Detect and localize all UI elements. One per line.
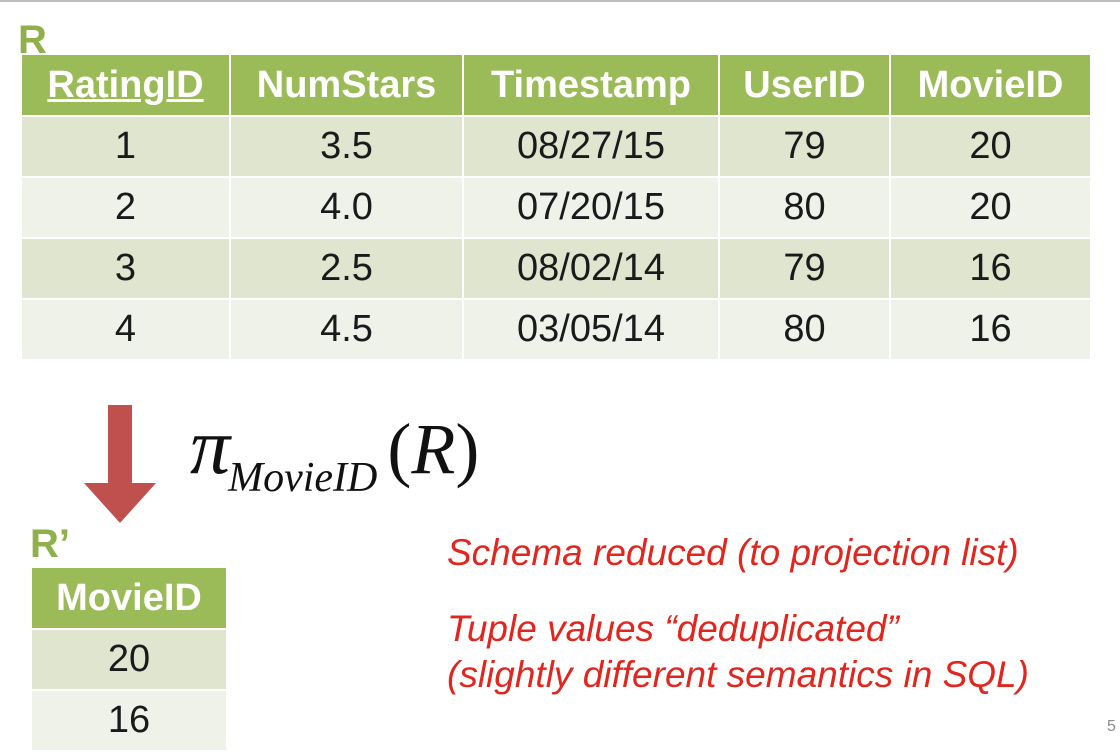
projection-symbol: π: [190, 403, 231, 491]
cell-ratingid: 4: [20, 298, 231, 361]
relation-r-table: RatingID NumStars Timestamp UserID Movie…: [20, 53, 1092, 361]
cell-ratingid: 3: [20, 237, 231, 300]
column-header-movieid: MovieID: [30, 566, 228, 630]
cell-userid: 80: [718, 298, 891, 361]
column-header-userid: UserID: [718, 53, 891, 117]
cell-movieid: 16: [889, 237, 1092, 300]
cell-timestamp: 07/20/15: [462, 176, 720, 239]
projection-argument: (R): [387, 409, 480, 489]
cell-userid: 79: [718, 237, 891, 300]
top-border-line: [0, 0, 1120, 2]
cell-movieid: 20: [889, 176, 1092, 239]
cell-numstars: 2.5: [229, 237, 464, 300]
projection-formula: πMovieID(R): [190, 402, 480, 501]
table-row: 4 4.5 03/05/14 80 16: [20, 298, 1092, 361]
cell-timestamp: 08/27/15: [462, 115, 720, 178]
column-header-numstars: NumStars: [229, 53, 464, 117]
cell-ratingid: 2: [20, 176, 231, 239]
table-header-row: MovieID: [30, 566, 228, 630]
page-number: 5: [1107, 718, 1116, 735]
relation-r-prime-table: MovieID 20 16: [30, 566, 228, 752]
cell-numstars: 4.5: [229, 298, 464, 361]
cell-timestamp: 08/02/14: [462, 237, 720, 300]
note-deduplicated-line2: (slightly different semantics in SQL): [447, 654, 1029, 695]
table-header-row: RatingID NumStars Timestamp UserID Movie…: [20, 53, 1092, 117]
table-row: 16: [30, 689, 228, 752]
projection-attribute: MovieID: [228, 455, 378, 501]
cell-numstars: 3.5: [229, 115, 464, 178]
table-row: 1 3.5 08/27/15 79 20: [20, 115, 1092, 178]
table-row: 2 4.0 07/20/15 80 20: [20, 176, 1092, 239]
cell-movieid: 20: [889, 115, 1092, 178]
column-header-ratingid: RatingID: [20, 53, 231, 117]
table-row: 20: [30, 628, 228, 691]
table-row: 3 2.5 08/02/14 79 16: [20, 237, 1092, 300]
cell-movieid: 20: [30, 628, 228, 691]
note-deduplicated: Tuple values “deduplicated” (slightly di…: [447, 606, 1029, 698]
relation-r-prime-label: R’: [30, 522, 70, 566]
cell-movieid: 16: [889, 298, 1092, 361]
column-header-timestamp: Timestamp: [462, 53, 720, 117]
cell-userid: 80: [718, 176, 891, 239]
column-header-movieid: MovieID: [889, 53, 1092, 117]
cell-userid: 79: [718, 115, 891, 178]
note-deduplicated-line1: Tuple values “deduplicated”: [447, 608, 899, 649]
cell-timestamp: 03/05/14: [462, 298, 720, 361]
cell-numstars: 4.0: [229, 176, 464, 239]
cell-movieid: 16: [30, 689, 228, 752]
down-arrow-icon: [84, 405, 156, 523]
note-schema-reduced: Schema reduced (to projection list): [447, 532, 1019, 573]
cell-ratingid: 1: [20, 115, 231, 178]
